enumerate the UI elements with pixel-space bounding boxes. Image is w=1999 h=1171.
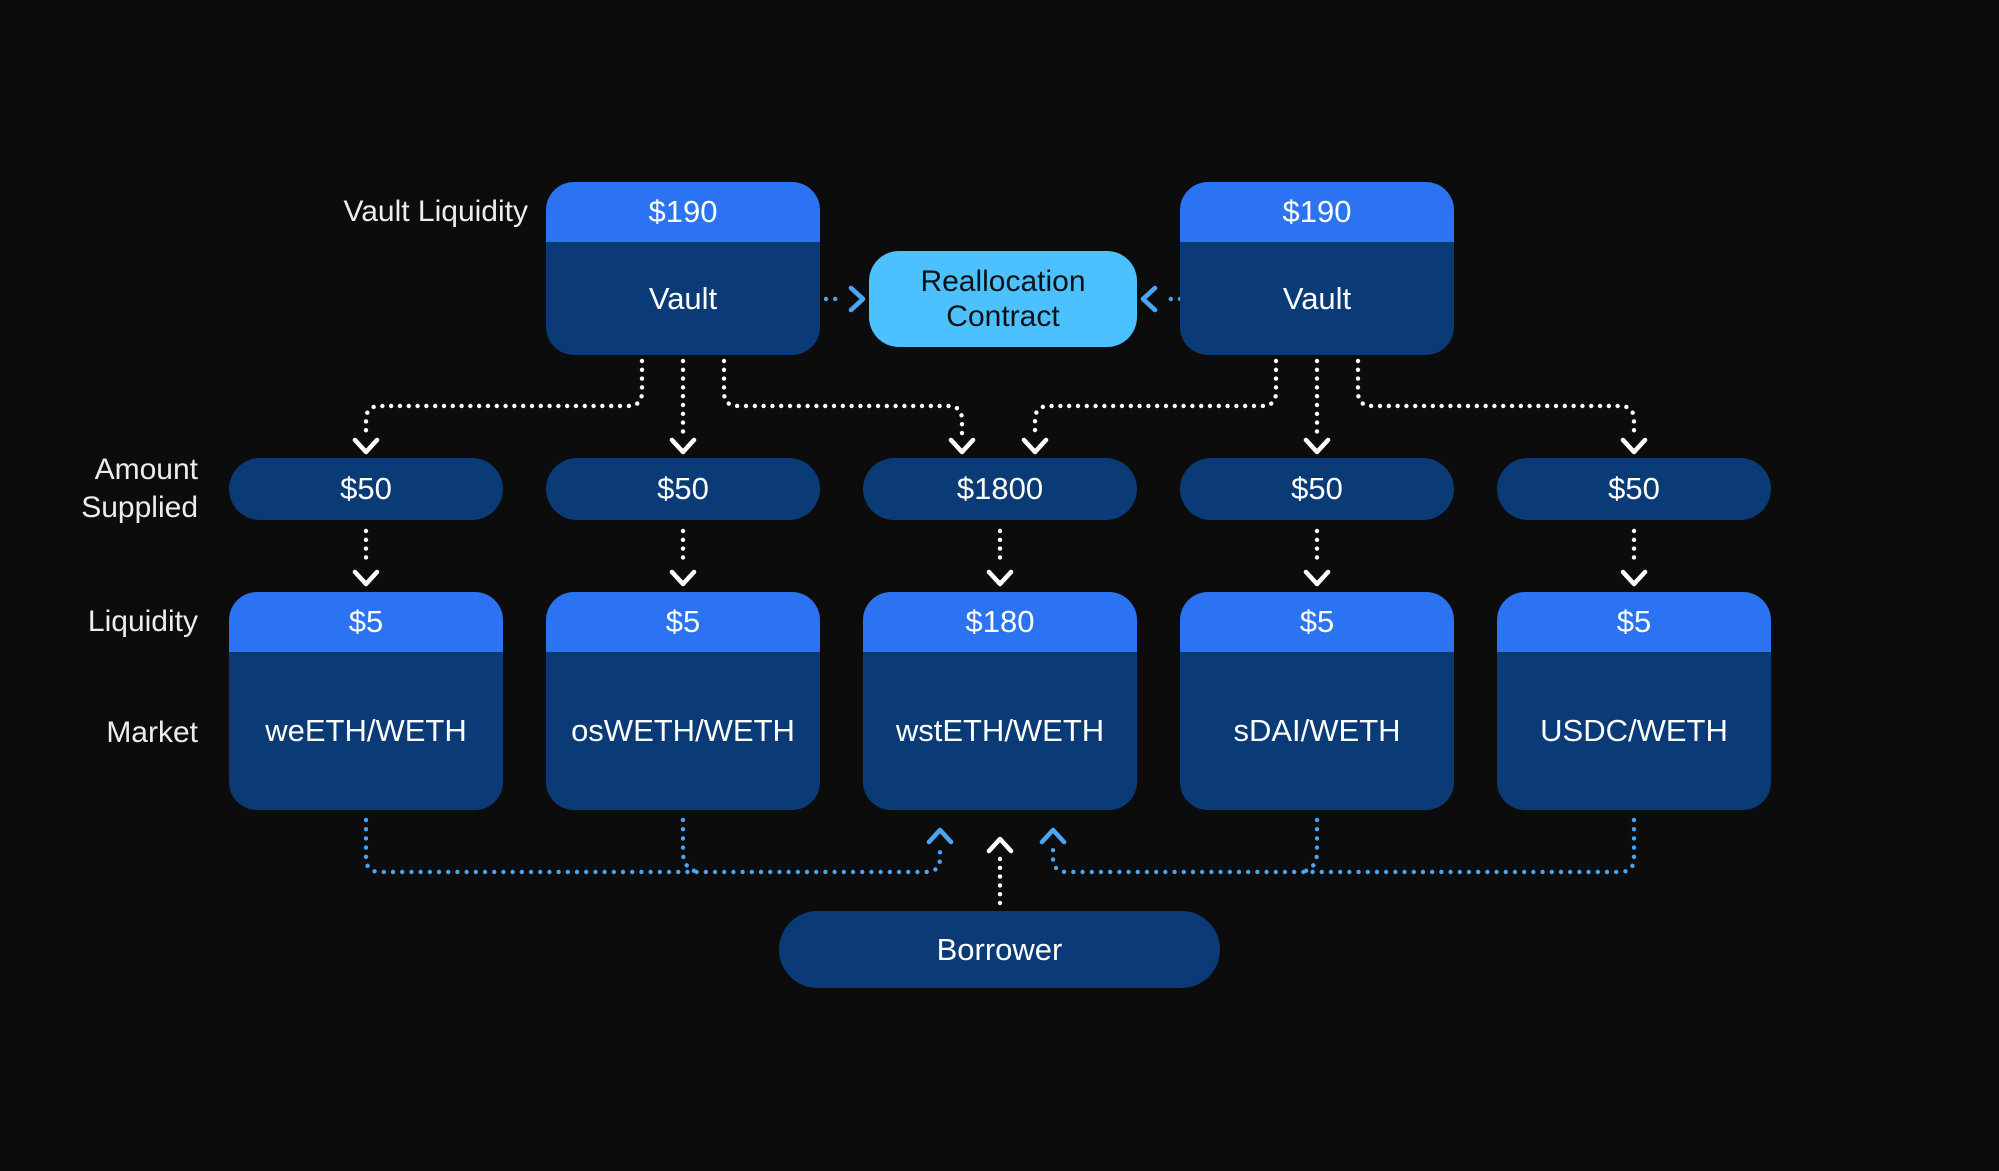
market-box-3: $180 wstETH/WETH	[863, 592, 1137, 810]
vault-2-name: Vault	[1180, 242, 1454, 355]
amount-supplied-label: Amount Supplied	[81, 453, 198, 524]
arrowhead-amount1	[352, 437, 380, 455]
amount-supplied-pill-2: $50	[546, 458, 820, 520]
vault-1-liquidity-value: $190	[546, 182, 820, 242]
arrowhead-amount2	[669, 437, 697, 455]
market-2-name: osWETH/WETH	[546, 652, 820, 810]
market-4-name: sDAI/WETH	[1180, 652, 1454, 810]
vault-box-1: $190 Vault	[546, 182, 820, 355]
vault-1-name: Vault	[546, 242, 820, 355]
market-box-2: $5 osWETH/WETH	[546, 592, 820, 810]
market-box-5: $5 USDC/WETH	[1497, 592, 1771, 810]
arrowhead-market3-bottom-right	[1039, 827, 1067, 845]
arrow-market1-to-market3	[363, 817, 943, 875]
liquidity-label: Liquidity	[87, 605, 198, 638]
arrowhead-market2	[669, 569, 697, 587]
market-4-liquidity-value: $5	[1180, 592, 1454, 652]
arrow-vault2-to-amount5	[1355, 358, 1637, 437]
arrowhead-amount3-left	[948, 437, 976, 455]
amount-supplied-pill-1: $50	[229, 458, 503, 520]
vault-box-2: $190 Vault	[1180, 182, 1454, 355]
market-2-liquidity-value: $5	[546, 592, 820, 652]
market-1-liquidity-value: $5	[229, 592, 503, 652]
market-label: Market	[106, 716, 198, 749]
arrowhead-market4	[1303, 569, 1331, 587]
arrowhead-market5	[1620, 569, 1648, 587]
vault-liquidity-label: Vault Liquidity	[343, 195, 528, 228]
market-5-name: USDC/WETH	[1497, 652, 1771, 810]
market-5-liquidity-value: $5	[1497, 592, 1771, 652]
market-3-liquidity-value: $180	[863, 592, 1137, 652]
arrowhead-amount3-right	[1021, 437, 1049, 455]
market-3-name: wstETH/WETH	[863, 652, 1137, 810]
amount-supplied-pill-5: $50	[1497, 458, 1771, 520]
arrow-vault1-to-amount1	[363, 358, 645, 437]
reallocation-contract-line2: Contract	[946, 300, 1060, 333]
arrow-vault2-to-amount3	[1032, 358, 1279, 437]
reallocation-contract-line1: Reallocation	[920, 265, 1086, 298]
amount-supplied-pill-4: $50	[1180, 458, 1454, 520]
vault-2-liquidity-value: $190	[1180, 182, 1454, 242]
arrowhead-amount4	[1303, 437, 1331, 455]
arrowhead-contract-right	[1140, 285, 1158, 313]
reallocation-contract-box: Reallocation Contract	[869, 251, 1137, 347]
arrowhead-market3-borrower	[986, 836, 1014, 854]
arrowhead-market3-bottom-left	[926, 827, 954, 845]
borrower-pill: Borrower	[779, 911, 1220, 988]
arrowhead-market1	[352, 569, 380, 587]
amount-supplied-pill-3: $1800	[863, 458, 1137, 520]
arrow-market5-to-market3	[1050, 817, 1637, 875]
arrowhead-market3	[986, 569, 1014, 587]
market-box-4: $5 sDAI/WETH	[1180, 592, 1454, 810]
arrowhead-amount5	[1620, 437, 1648, 455]
arrowhead-contract-left	[848, 285, 866, 313]
arrow-market2-join-left	[680, 817, 701, 875]
market-1-name: weETH/WETH	[229, 652, 503, 810]
arrow-market4-join-right	[1299, 817, 1320, 875]
market-box-1: $5 weETH/WETH	[229, 592, 503, 810]
arrow-vault1-to-amount3	[721, 358, 965, 437]
